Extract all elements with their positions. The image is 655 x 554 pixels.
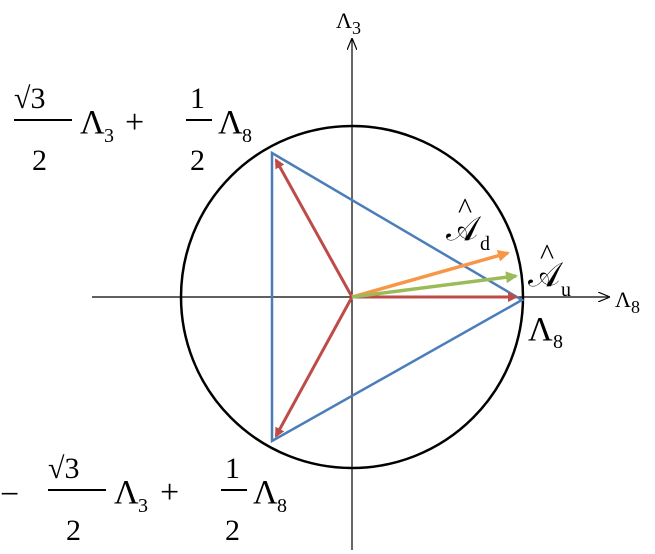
svg-text:𝒜: 𝒜 [446, 211, 482, 248]
svg-text:+: + [160, 474, 179, 511]
svg-text:Λ: Λ [114, 474, 139, 511]
svg-text:2: 2 [190, 144, 205, 177]
label-a-u: ^ 𝒜 u [528, 238, 571, 301]
svg-text:u: u [561, 279, 571, 301]
svg-text:1: 1 [190, 82, 205, 115]
svg-text:√3: √3 [14, 82, 45, 115]
svg-text:8: 8 [553, 331, 563, 353]
unit-circle [179, 124, 525, 470]
svg-text:^: ^ [540, 238, 554, 271]
svg-text:Λ: Λ [80, 104, 105, 141]
vector-a-u [351, 271, 518, 299]
svg-text:Λ: Λ [253, 474, 278, 511]
label-bottom-left-weight: − √3 2 Λ 3 + 1 2 Λ 8 [0, 452, 287, 547]
svg-text:3: 3 [352, 18, 361, 38]
label-right-lambda8: Λ 8 [528, 311, 563, 353]
svg-text:8: 8 [242, 125, 252, 147]
svg-text:3: 3 [104, 125, 114, 147]
svg-text:Λ: Λ [528, 311, 553, 348]
svg-text:8: 8 [631, 297, 640, 317]
label-a-d: ^ 𝒜 d [446, 192, 490, 255]
svg-text:Λ: Λ [218, 104, 243, 141]
svg-text:𝒜: 𝒜 [528, 257, 564, 294]
svg-text:+: + [125, 104, 144, 141]
vector-a-d [351, 249, 510, 299]
vector-bottom-left [274, 296, 354, 438]
label-top-left-weight: √3 2 Λ 3 + 1 2 Λ 8 [14, 82, 252, 177]
svg-text:1: 1 [225, 452, 240, 485]
svg-text:2: 2 [225, 514, 240, 547]
vector-top-left [274, 158, 354, 298]
svg-text:Λ: Λ [336, 8, 352, 33]
svg-text:8: 8 [277, 495, 287, 517]
svg-text:^: ^ [458, 192, 472, 225]
svg-text:√3: √3 [48, 452, 79, 485]
svg-text:d: d [480, 233, 490, 255]
svg-text:2: 2 [66, 514, 81, 547]
weight-triangle [270, 150, 525, 444]
svg-text:Λ: Λ [615, 287, 631, 312]
axis-label-lambda8: Λ 8 [615, 287, 640, 317]
svg-text:2: 2 [32, 144, 47, 177]
axis-label-lambda3: Λ 3 [336, 8, 361, 38]
svg-text:3: 3 [138, 495, 148, 517]
svg-text:−: − [0, 476, 19, 513]
